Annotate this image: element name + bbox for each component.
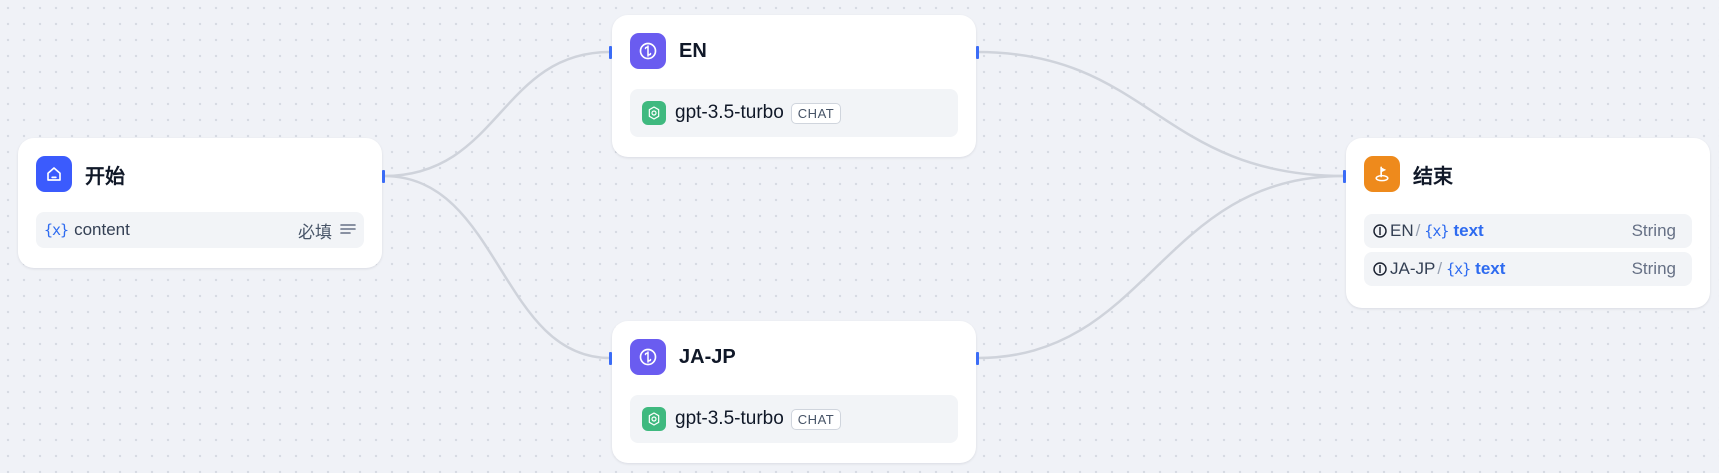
separator-slash: /: [1415, 221, 1421, 240]
output-variable-name: text: [1475, 259, 1506, 278]
variable-icon: {x}: [1446, 260, 1471, 278]
output-source: EN / {x} text: [1372, 221, 1484, 241]
variable-icon: {x}: [1424, 222, 1449, 240]
model-mode-badge: CHAT: [790, 102, 842, 124]
start-node-title: 开始: [85, 165, 125, 188]
start-node[interactable]: 开始 {x} content 必填: [18, 138, 385, 268]
flag-end-icon: [1364, 156, 1400, 192]
model-name: gpt-3.5-turbo: [675, 408, 784, 429]
variable-name: content: [74, 220, 130, 239]
output-variable-type: String: [1631, 221, 1676, 240]
en-output-handle[interactable]: [976, 46, 979, 59]
end-output-row[interactable]: EN / {x} text String: [1364, 214, 1692, 248]
home-icon: [36, 156, 72, 192]
start-output-handle[interactable]: [382, 170, 385, 183]
openai-logo-icon: [642, 101, 666, 125]
ja-jp-output-handle[interactable]: [976, 352, 979, 365]
output-variable-name: text: [1453, 221, 1484, 240]
llm-node-en[interactable]: EN gpt-3.5-turbo CHAT: [609, 15, 979, 157]
llm-brain-icon: [1372, 223, 1388, 239]
output-source-node: EN: [1390, 221, 1414, 240]
output-variable-type: String: [1631, 259, 1676, 278]
model-mode-badge: CHAT: [790, 408, 842, 430]
edge-en-to-end[interactable]: [976, 50, 1345, 178]
separator-slash: /: [1437, 259, 1443, 278]
paragraph-lines-icon: [340, 223, 356, 237]
edge-start-to-ja-jp[interactable]: [383, 174, 611, 360]
en-node-title: EN: [679, 39, 707, 62]
ja-jp-node-header: JA-JP: [630, 339, 736, 375]
end-node-title: 结束: [1413, 165, 1453, 188]
start-node-header: 开始: [36, 156, 125, 192]
en-model-selector[interactable]: gpt-3.5-turbo CHAT: [630, 89, 958, 137]
openai-logo-icon: [642, 407, 666, 431]
required-label: 必填: [298, 222, 332, 242]
output-source: JA-JP / {x} text: [1372, 259, 1505, 279]
output-source-node: JA-JP: [1390, 259, 1436, 278]
llm-brain-icon: [630, 33, 666, 69]
end-node[interactable]: 结束 EN / {x} text String JA-JP / {x} text…: [1343, 138, 1710, 308]
ja-jp-input-handle[interactable]: [609, 352, 612, 365]
end-input-handle[interactable]: [1343, 170, 1346, 183]
edge-start-to-en[interactable]: [383, 50, 611, 178]
llm-brain-icon: [630, 339, 666, 375]
start-variable-row[interactable]: {x} content 必填: [36, 212, 364, 248]
edge-ja-jp-to-end[interactable]: [976, 174, 1345, 360]
llm-node-ja-jp[interactable]: JA-JP gpt-3.5-turbo CHAT: [609, 321, 979, 463]
en-input-handle[interactable]: [609, 46, 612, 59]
end-output-row[interactable]: JA-JP / {x} text String: [1364, 252, 1692, 286]
ja-jp-model-selector[interactable]: gpt-3.5-turbo CHAT: [630, 395, 958, 443]
model-name: gpt-3.5-turbo: [675, 102, 784, 123]
en-node-header: EN: [630, 33, 707, 69]
ja-jp-node-title: JA-JP: [679, 345, 736, 368]
llm-brain-icon: [1372, 261, 1388, 277]
variable-icon: {x}: [44, 221, 69, 239]
end-node-header: 结束: [1364, 156, 1453, 192]
